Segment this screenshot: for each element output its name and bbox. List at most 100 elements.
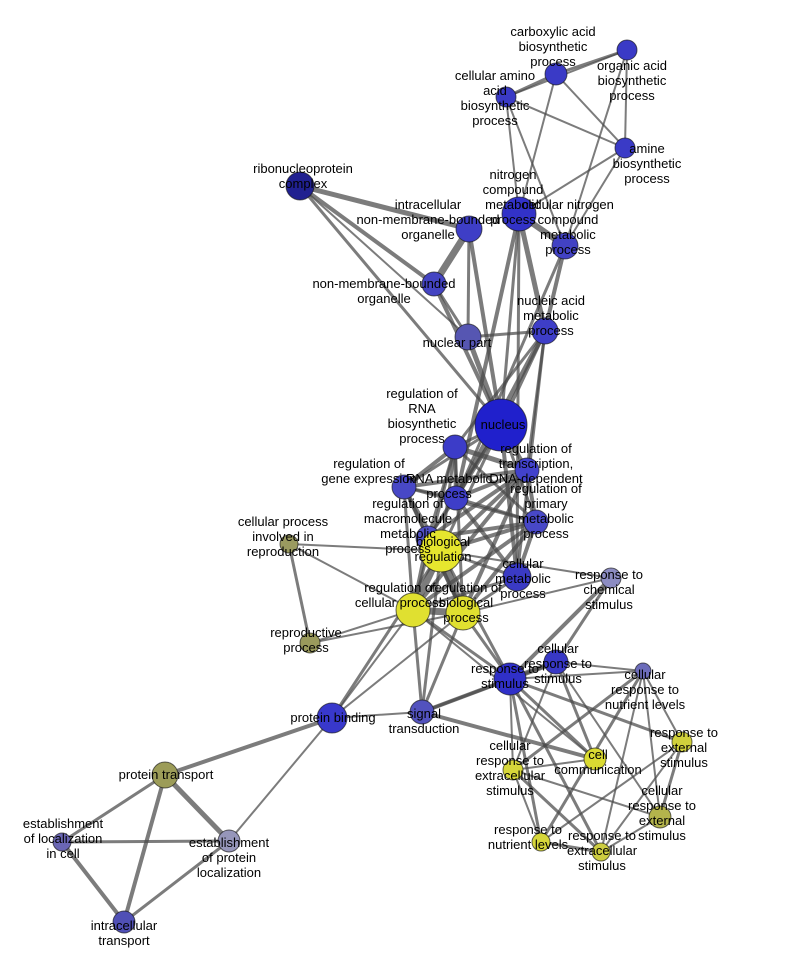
node-label-rtd: DNA-dependent (489, 471, 583, 486)
node-label-rtd: regulation of (500, 441, 572, 456)
node-inmb[interactable]: intracellular non-membrane-bounded organ… (455, 215, 483, 243)
node-am[interactable]: amine biosynthetic process (614, 137, 636, 159)
edge-elc-it (60, 840, 126, 924)
edge-rtd-rm (454, 468, 529, 500)
edge-crnl-rxs (600, 670, 644, 853)
edge-res-rnl (540, 741, 683, 843)
node-rpm[interactable]: regulation of primary metabolic process (523, 509, 549, 535)
node-rnl[interactable]: response to nutrient levels (531, 832, 551, 852)
node-nmb[interactable]: non-membrane-bounded organelle (421, 271, 447, 297)
node-label-np: nuclear part (423, 335, 492, 350)
node-label-aa: biosynthetic (461, 98, 530, 113)
node-it[interactable]: intracellular transport (112, 910, 136, 934)
edge-rm-rpm (454, 496, 538, 524)
node-label-cnc: metabolic (540, 227, 596, 242)
node-label-it: intracellular (91, 918, 158, 933)
node-np[interactable]: nuclear part (454, 323, 482, 351)
node-nc[interactable]: nitrogen compound metabolic process (501, 196, 537, 232)
node-oa[interactable]: organic acid biosynthetic process (616, 39, 638, 61)
node-res[interactable]: response to external stimulus (671, 731, 693, 753)
edge-rnp-nmb (298, 184, 436, 286)
node-label-rcs: response to (575, 567, 643, 582)
edge-rcs-crs (554, 576, 613, 664)
node-br[interactable]: biological regulation (419, 529, 463, 573)
node-label-pt: protein transport (119, 767, 214, 782)
node-label-oa: organic acid (597, 58, 667, 73)
node-cc[interactable]: cell communication (583, 747, 607, 771)
edge-nc-nam (516, 211, 548, 334)
node-cpr[interactable]: cellular process involved in reproductio… (279, 534, 299, 554)
edge-rnp-inmb (297, 183, 472, 232)
node-elc[interactable]: establishment of localization in cell (52, 832, 72, 852)
edge-rrb-rbp (453, 445, 465, 615)
node-crnl[interactable]: cellular response to nutrient levels (634, 662, 652, 680)
node-label-cnc: cellular nitrogen (522, 197, 614, 212)
node-label-elc: in cell (46, 846, 79, 861)
edge-rnp-nu (298, 184, 503, 427)
node-label-rmm: regulation of (372, 496, 444, 511)
edge-pb-rcp (331, 609, 414, 719)
edge-pb-rbp (331, 612, 464, 719)
node-label-elc: of localization (24, 831, 103, 846)
edge-cres-cc (512, 758, 596, 771)
node-label-cres: extracellular (475, 768, 546, 783)
edge-aa-cnc (505, 96, 566, 247)
node-rxs[interactable]: response to extracellular stimulus (591, 842, 611, 862)
node-cnc[interactable]: cellular nitrogen compound metabolic pro… (551, 232, 579, 260)
node-label-it: transport (98, 933, 150, 948)
node-ca[interactable]: carboxylic acid biosynthetic process (544, 62, 568, 86)
node-label-nmb: non-membrane-bounded (312, 276, 455, 291)
edge-st-rbp (420, 611, 465, 714)
node-label-cnc: compound (538, 212, 599, 227)
edge-ca-nc (518, 73, 557, 215)
node-label-cnc: process (545, 242, 591, 257)
node-st[interactable]: signal transduction (409, 699, 435, 725)
node-rp[interactable]: reproductive process (299, 632, 321, 654)
node-label-cpr: reproduction (247, 544, 319, 559)
node-rtd[interactable]: regulation of transcription, DNA-depende… (514, 457, 540, 483)
node-label-br: regulation (414, 549, 471, 564)
node-label-epl: of protein (202, 850, 256, 865)
edge-epl-elc (60, 839, 231, 844)
node-crxs[interactable]: cellular response to external stimulus (648, 805, 672, 829)
node-aa[interactable]: cellular amino acid biosynthetic process (495, 86, 517, 108)
node-label-st: transduction (389, 721, 460, 736)
node-label-res: external (661, 740, 707, 755)
node-nu[interactable]: nucleus (474, 398, 528, 452)
node-label-rmm: metabolic (380, 526, 436, 541)
node-rrb[interactable]: regulation of RNA biosynthetic process (442, 434, 468, 460)
node-nam[interactable]: nucleic acid metabolic process (531, 317, 559, 345)
node-label-rbp: regulation of (430, 580, 502, 595)
node-rm[interactable]: RNA metabolic process (443, 485, 469, 511)
node-label-aa: process (472, 113, 518, 128)
node-crs[interactable]: cellular response to stimulus (543, 649, 569, 675)
node-label-rm: process (426, 486, 472, 501)
node-cm[interactable]: cellular metabolic process (502, 562, 532, 592)
node-rnp[interactable]: ribonucleoprotein complex (285, 171, 315, 201)
edge-cnc-nam (543, 244, 567, 333)
node-label-cm: cellular (502, 556, 544, 571)
node-cres[interactable]: cellular response to extracellular stimu… (502, 759, 524, 781)
node-pb[interactable]: protein binding (316, 702, 348, 734)
node-label-rrb: process (399, 431, 445, 446)
node-label-ca: carboxylic acid (510, 24, 595, 39)
node-rcs[interactable]: response to chemical stimulus (600, 567, 622, 589)
node-rs[interactable]: response to stimulus (493, 662, 527, 696)
node-rcp[interactable]: regulation of cellular process (395, 592, 431, 628)
edge-inmb-nu (467, 227, 503, 427)
node-rge[interactable]: regulation of gene expression (391, 474, 417, 500)
node-label-rnl: response to (494, 822, 562, 837)
node-layer: carboxylic acid biosynthetic process orga… (52, 39, 693, 934)
node-pt[interactable]: protein transport (151, 761, 179, 789)
edge-rtd-rbp (461, 468, 529, 615)
edge-oa-am (624, 49, 628, 149)
node-rbp[interactable]: regulation of biological process (445, 595, 481, 631)
edge-am-nc (518, 147, 626, 215)
edge-rnp-np (299, 185, 469, 338)
edge-oa-cnc (564, 49, 628, 247)
node-epl[interactable]: establishment of protein localization (217, 829, 241, 853)
edge-crs-crxs (555, 661, 661, 818)
edge-rge-rcp (402, 485, 415, 612)
